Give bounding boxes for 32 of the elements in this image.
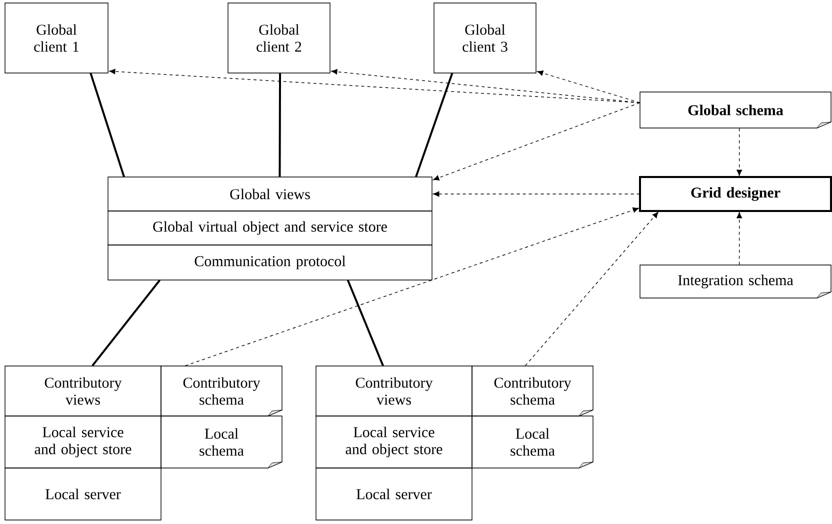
dashed-arrow <box>433 191 640 197</box>
connector-line <box>92 280 160 366</box>
stack-row: Local server <box>316 468 472 520</box>
document-box: Local schema <box>160 416 282 468</box>
dashed-arrow <box>736 128 742 176</box>
stack-row: Local service and object store <box>316 416 472 468</box>
document-box: Contributory schema <box>472 366 594 416</box>
dashed-arrow <box>537 70 640 104</box>
stack-row: Local server <box>4 468 162 520</box>
client-box: Global client 1 <box>4 2 108 74</box>
stack-row: Local service and object store <box>4 416 162 468</box>
dashed-arrow <box>433 102 640 180</box>
process-box: Grid designer <box>639 176 832 212</box>
connector-line <box>346 280 384 366</box>
document-box: Contributory schema <box>160 366 282 416</box>
stack-row: Contributory views <box>316 366 472 416</box>
client-box: Global client 2 <box>228 2 330 74</box>
stack-row: Global views <box>108 176 432 212</box>
stack-row: Communication protocol <box>108 244 432 280</box>
document-box: Local schema <box>472 416 594 468</box>
connector-line <box>415 72 454 178</box>
dashed-arrow <box>331 69 640 104</box>
dashed-arrow <box>184 207 639 366</box>
connector-line <box>278 73 282 177</box>
dashed-arrow <box>736 212 742 266</box>
stack-row: Contributory views <box>4 366 162 416</box>
document-box: Integration schema <box>640 264 832 298</box>
document-box: Global schema <box>640 92 832 128</box>
dashed-arrow <box>524 212 658 366</box>
stack-row: Global virtual object and service store <box>108 210 432 246</box>
connector-line <box>90 72 125 178</box>
client-box: Global client 3 <box>434 2 536 74</box>
